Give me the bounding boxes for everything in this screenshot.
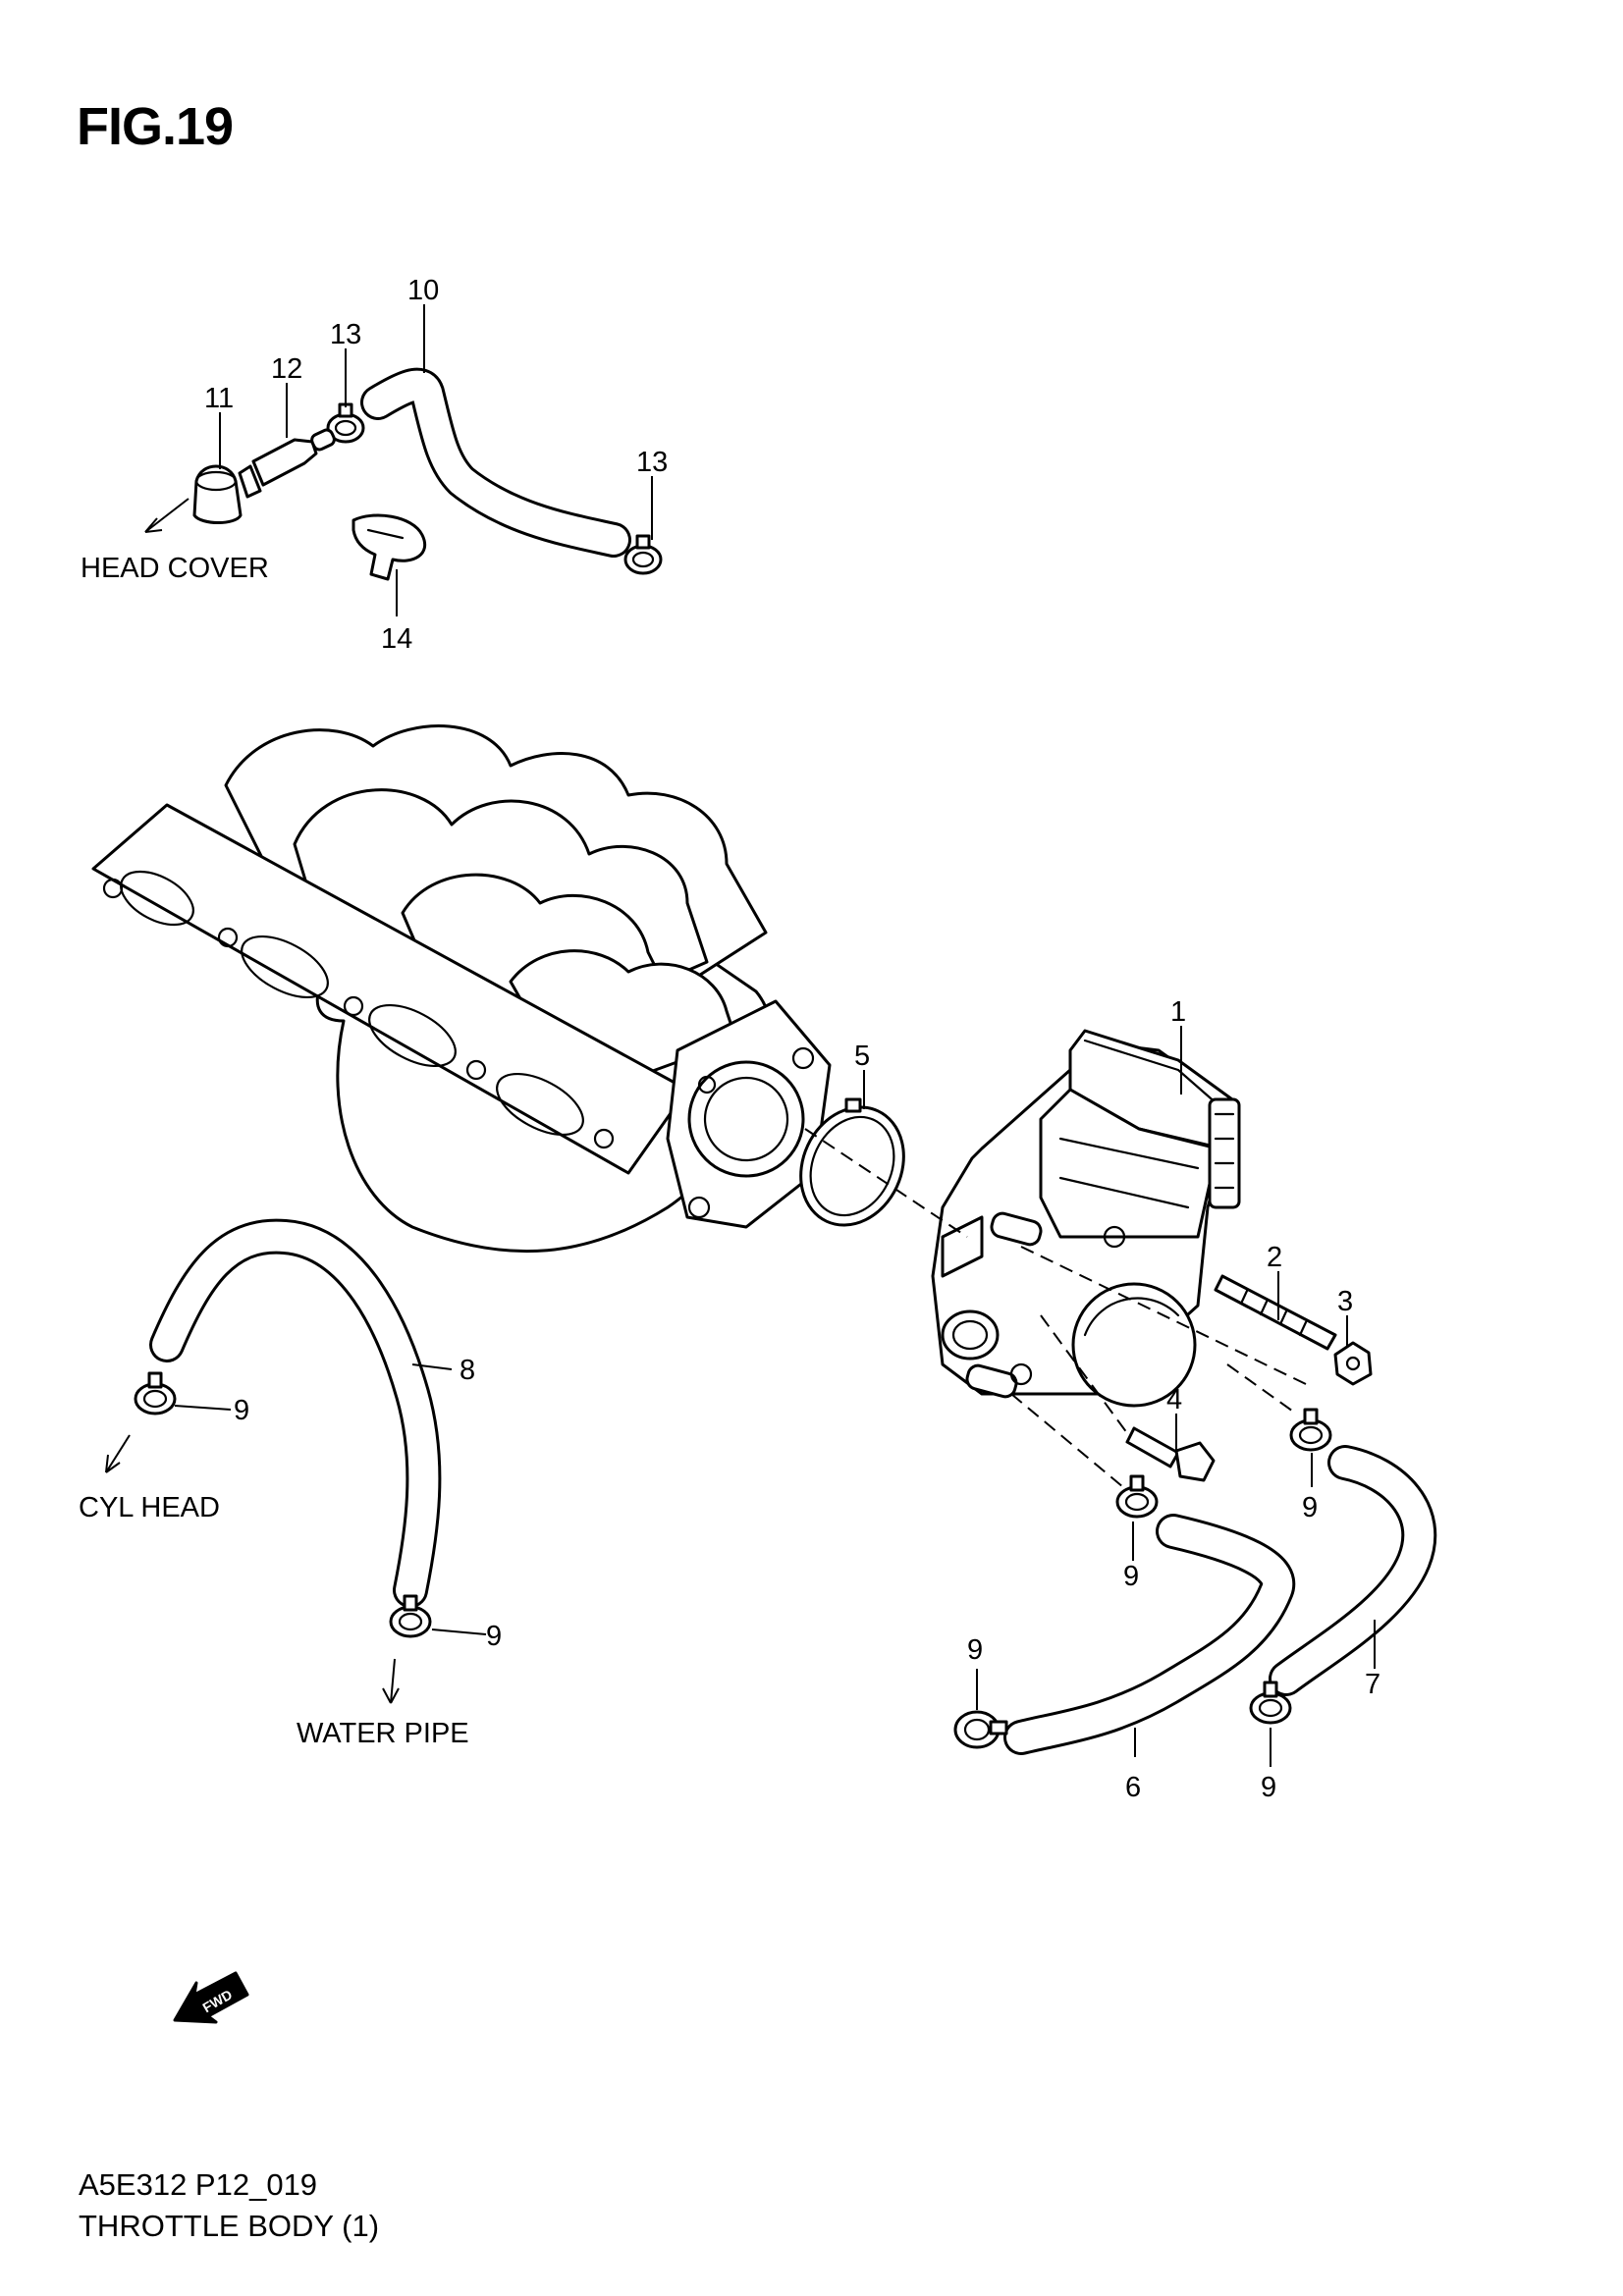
throttle-body: [931, 1029, 1241, 1408]
callout-6: 6: [1125, 1772, 1141, 1803]
diagram-name: THROTTLE BODY (1): [79, 2209, 380, 2243]
assembly-guide-lines: [804, 1128, 1307, 1493]
callout-1: 1: [1170, 996, 1186, 1028]
callout-2: 2: [1267, 1242, 1282, 1273]
diagram-code: A5E312 P12_019: [79, 2167, 318, 2202]
callout-13-upper: 13: [330, 319, 361, 350]
hose-cyl-head-to-water-pipe: [149, 1218, 442, 1608]
callout-11: 11: [204, 383, 234, 414]
callout-7: 7: [1365, 1669, 1380, 1700]
callout-14: 14: [381, 623, 412, 655]
pcv-valve: [238, 428, 336, 499]
hex-nut: [1333, 1341, 1373, 1386]
callout-3: 3: [1337, 1286, 1353, 1317]
callout-numbers: 1 2 3 4 5 6 7 8 9 9 9 9 9 9 10 11 12 13 …: [204, 275, 1380, 1803]
callout-4: 4: [1166, 1384, 1182, 1415]
hose-throttle-upper: [1269, 1445, 1437, 1696]
callout-13-right: 13: [636, 447, 668, 478]
destination-cyl-head: CYL HEAD: [79, 1492, 220, 1523]
callout-9-upper-right: 9: [1302, 1492, 1318, 1523]
hose-bracket: [352, 513, 427, 581]
stud-bolt: [1214, 1274, 1337, 1351]
callout-8: 8: [460, 1355, 475, 1386]
forward-direction-marker: FWD: [173, 1971, 249, 2024]
throttle-body-gasket: [799, 1097, 905, 1227]
callout-5: 5: [854, 1041, 870, 1072]
callout-12: 12: [271, 353, 302, 385]
callout-9-cyl-head: 9: [234, 1395, 249, 1426]
pcv-hose: [360, 367, 631, 558]
hose-throttle-lower: [1003, 1514, 1296, 1755]
callout-10: 10: [407, 275, 439, 306]
grommet: [192, 464, 243, 524]
leader-lines: [105, 304, 1376, 1767]
destination-water-pipe: WATER PIPE: [297, 1718, 469, 1749]
destination-head-cover: HEAD COVER: [81, 553, 269, 584]
callout-9-lower-right: 9: [1261, 1772, 1276, 1803]
callout-9-water-pipe: 9: [486, 1621, 502, 1652]
throttle-bolt: [1125, 1426, 1216, 1482]
figure-title: FIG.19: [77, 97, 234, 156]
callout-9-center: 9: [1123, 1561, 1139, 1592]
callout-9-lower-left: 9: [967, 1634, 983, 1666]
intake-manifold: [91, 724, 832, 1254]
destination-labels: HEAD COVER CYL HEAD WATER PIPE: [79, 553, 469, 1749]
hose-clamps: [134, 402, 1332, 1749]
